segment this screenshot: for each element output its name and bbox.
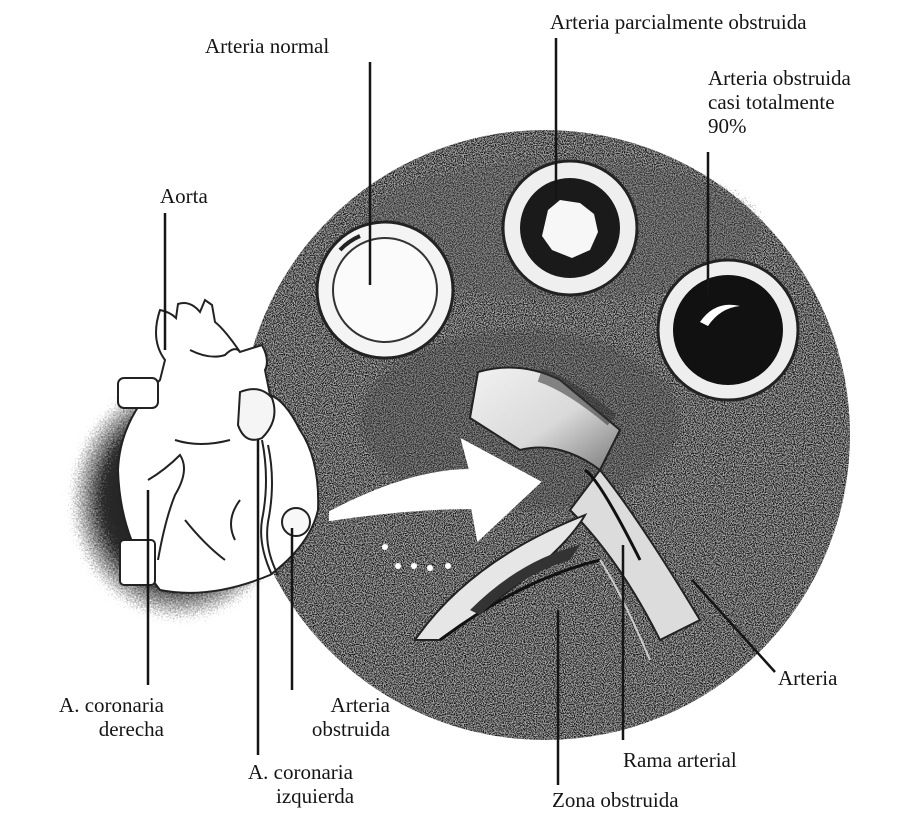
normal-artery-section: [317, 222, 453, 358]
label-line-1: Arteria obstruida: [708, 66, 851, 90]
label-coronaria-derecha: A. coronaria derecha: [12, 693, 164, 741]
label-line-1: A. coronaria: [248, 760, 354, 784]
partial-artery-section: [503, 161, 637, 295]
label-line-1: A. coronaria: [12, 693, 164, 717]
label-line-2: derecha: [12, 717, 164, 741]
label-arteria: Arteria: [778, 666, 837, 690]
label-arteria-normal: Arteria normal: [205, 34, 329, 58]
label-arteria-obstruida: Arteria obstruida: [270, 693, 390, 741]
label-line-1: Arteria: [270, 693, 390, 717]
obstructed-artery-section: [658, 260, 798, 400]
label-aorta: Aorta: [160, 184, 208, 208]
label-line-2: casi totalmente: [708, 90, 851, 114]
label-line-2: izquierda: [248, 784, 354, 808]
label-rama-arterial: Rama arterial: [623, 748, 737, 772]
label-arteria-obstruida-90: Arteria obstruida casi totalmente 90%: [708, 66, 851, 138]
label-line-3: 90%: [708, 114, 851, 138]
label-coronaria-izquierda: A. coronaria izquierda: [248, 760, 354, 808]
label-line-2: obstruida: [270, 717, 390, 741]
label-zona-obstruida: Zona obstruida: [552, 788, 679, 812]
label-arteria-parcial: Arteria parcialmente obstruida: [550, 10, 807, 34]
